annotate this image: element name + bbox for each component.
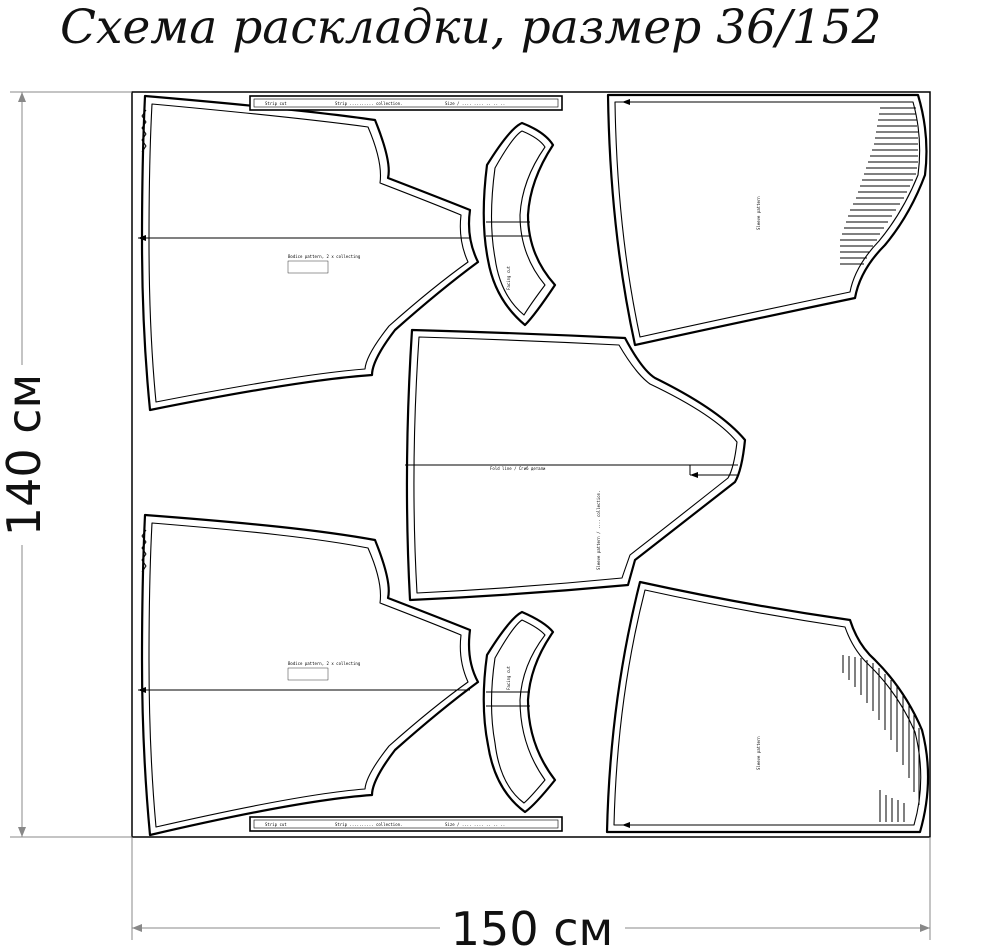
back-piece-bottom: Bodice pattern, 2 x collecting xyxy=(138,513,480,837)
sleeve-bottom: Sleeve pattern xyxy=(605,580,930,834)
neck-facing-top: Facing cut xyxy=(482,121,557,327)
diagram-title: Схема раскладки, размер 36/152 xyxy=(60,0,882,55)
binding-strip-bottom: Strip cut Strip .......... collection. S… xyxy=(249,816,563,832)
height-label: 140 см xyxy=(0,374,51,536)
sleeve-bottom-label: Sleeve pattern xyxy=(756,736,761,770)
sleeve-top: Sleeve pattern xyxy=(606,93,928,347)
svg-text:Size / .... .... .. .. ..: Size / .... .... .. .. .. xyxy=(445,822,505,827)
neck-facing-bottom-label: Facing cut xyxy=(506,665,511,690)
svg-text:Strip .......... collection.: Strip .......... collection. xyxy=(335,822,402,827)
front-piece-center: Fold line / Сгиб детали Sleeve pattern /… xyxy=(405,328,747,602)
neck-facing-bottom: Facing cut xyxy=(482,610,557,814)
sleeve-top-hatching xyxy=(840,107,918,265)
binding-strip-bottom-label: Strip cut xyxy=(265,822,287,827)
sleeve-bottom-hatching xyxy=(842,655,920,822)
fabric-outline xyxy=(131,91,931,838)
back-piece-top: Bodice pattern, 2 x collecting xyxy=(138,94,480,412)
back-piece-bottom-label: Bodice pattern, 2 x collecting xyxy=(288,661,361,666)
height-dimension: 140 см xyxy=(0,91,132,838)
sleeve-top-label: Sleeve pattern xyxy=(756,196,761,230)
svg-text:Strip .......... collection.: Strip .......... collection. xyxy=(335,101,402,106)
svg-text:Sleeve pattern / .... collecti: Sleeve pattern / .... collection. xyxy=(596,491,601,570)
back-piece-top-label: Bodice pattern, 2 x collecting xyxy=(288,254,361,259)
width-label: 150 см xyxy=(451,902,613,948)
binding-strip-top-label: Strip cut xyxy=(265,101,287,106)
neck-facing-top-label: Facing cut xyxy=(506,265,511,290)
svg-text:Size / .... .... .. .. ..: Size / .... .... .. .. .. xyxy=(445,101,505,106)
width-dimension: 150 см xyxy=(131,837,931,948)
binding-strip-top: Strip cut Strip .......... collection. S… xyxy=(249,95,563,111)
front-piece-center-label: Fold line / Сгиб детали xyxy=(490,466,546,471)
